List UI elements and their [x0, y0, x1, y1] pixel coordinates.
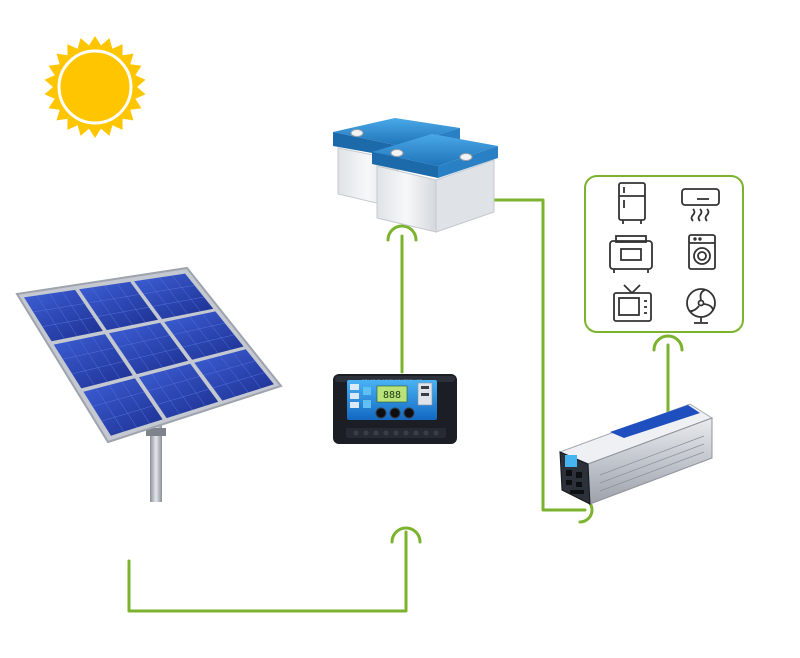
panel-cell-gridline [72, 361, 124, 375]
panel-cell-gridline [173, 322, 225, 335]
panel-cell-gridline [203, 360, 256, 376]
panel-cell [79, 281, 158, 331]
panel-cell-gridline [202, 313, 231, 350]
panel-cell-gridline [97, 306, 149, 317]
panel-cell-gridline [118, 335, 170, 348]
washing-machine-icon [688, 234, 716, 270]
panel-cell-gridline [164, 370, 193, 411]
panel-cell [53, 334, 133, 389]
panel-cell-gridline [108, 384, 137, 428]
panel-cell-gridline [91, 287, 120, 328]
arrowhead-into-appliances [652, 334, 684, 352]
battery-icon [333, 118, 498, 233]
panel-cell-gridline [96, 388, 125, 432]
solar-panel-icon [15, 266, 283, 502]
controller-button-2 [389, 407, 401, 419]
panel-cell-gridline [152, 296, 204, 307]
connector-panel-to-controller [127, 530, 408, 613]
panel-cell-gridline [148, 376, 200, 392]
inverter-icon [558, 403, 714, 505]
panel-cell-gridline [176, 319, 206, 357]
panel-cell-gridline [121, 330, 150, 371]
panel-cell-gridline [206, 359, 236, 397]
panel-pole [150, 420, 162, 502]
panel-cell [134, 273, 214, 319]
panel-cell-gridline [219, 355, 249, 393]
panel-cell-gridline [49, 293, 78, 337]
panel-cell-gridline [79, 339, 108, 382]
panel-cell-gridline [104, 285, 133, 326]
charge-controller-icon: SOLAR CHARGE CONTROLLER 888 [333, 374, 457, 444]
panel-cell-gridline [121, 381, 150, 424]
refrigerator-icon [618, 182, 646, 224]
panel-cell-gridline [117, 283, 146, 323]
panel-cell-gridline [62, 291, 91, 334]
panel-cell-gridline [42, 316, 94, 327]
controller-lcd-reading: 888 [383, 390, 401, 401]
sun-disc [57, 49, 133, 125]
controller-button-1 [375, 407, 387, 419]
panel-cell [24, 289, 103, 342]
arrowhead-into-controller [390, 526, 422, 544]
panel-cell-gridline [143, 285, 195, 295]
panel-cell [138, 363, 219, 419]
inverter-stripe [610, 405, 700, 438]
panel-cell-gridline [66, 341, 95, 386]
inverter-display [565, 455, 577, 467]
panel-cell-gridline [212, 372, 265, 389]
controller-button-3 [403, 407, 415, 419]
connector-battery-to-inverter [481, 198, 587, 512]
panel-cell [83, 378, 163, 436]
panel-cell-gridline [157, 388, 210, 405]
panel-pole-cap [146, 428, 166, 436]
connector-lines [127, 198, 684, 613]
panel-cell-gridline [159, 277, 188, 315]
fan-icon [686, 288, 716, 324]
panel-cell-gridline [182, 334, 235, 348]
air-conditioner-icon [681, 188, 720, 222]
battery-front [372, 134, 498, 233]
panel-cell-gridline [232, 352, 262, 389]
panel-cell-gridline [151, 373, 180, 415]
panel-cell-gridline [177, 367, 206, 407]
sun-icon [44, 36, 146, 138]
panel-cell-gridline [134, 327, 163, 368]
arrowhead-into-battery [386, 224, 418, 242]
panel-cell-gridline [127, 347, 179, 361]
panel-cell-gridline [36, 295, 65, 339]
controller-lcd [376, 385, 408, 403]
panel-cells [24, 273, 274, 436]
panel-cell-gridline [189, 316, 219, 354]
panel-cell-gridline [146, 279, 176, 317]
panel-cell-gridline [33, 303, 85, 313]
panel-cell-gridline [62, 347, 115, 360]
panel-cell-gridline [172, 275, 201, 312]
panel-cell-gridline [147, 325, 176, 365]
panel-cell-gridline [101, 405, 154, 422]
microwave-icon [609, 235, 653, 273]
panel-cell-gridline [92, 391, 145, 407]
panel-cell-gridline [88, 294, 140, 304]
television-icon [613, 284, 652, 322]
panel-cell-gridline [91, 336, 121, 379]
appliances-box [584, 175, 744, 333]
